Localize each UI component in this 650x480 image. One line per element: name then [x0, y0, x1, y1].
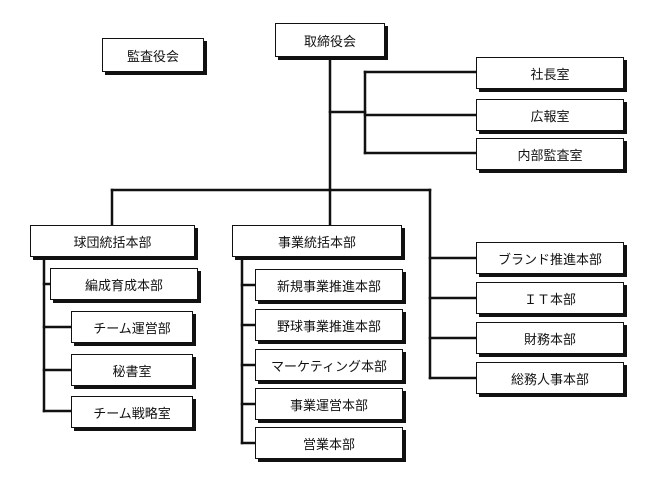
team-unit-box: チーム戦略室 [71, 396, 193, 428]
staff-box-pr-office: 広報室 [476, 99, 624, 131]
staff-box-internal-audit: 内部監査室 [476, 138, 624, 170]
biz-hq-box: 事業統括本部 [232, 225, 402, 257]
team-unit-box: 秘書室 [71, 354, 193, 386]
staff-box-president-office: 社長室 [476, 57, 624, 89]
corporate-unit-box: 総務人事本部 [476, 362, 624, 394]
board-box: 取締役会 [275, 23, 385, 57]
team-unit-box: 編成育成本部 [50, 268, 198, 300]
biz-unit-box: 新規事業推進本部 [255, 269, 403, 301]
corporate-unit-box: ブランド推進本部 [476, 242, 624, 274]
biz-unit-box: 野球事業推進本部 [255, 309, 403, 341]
biz-unit-box: 営業本部 [255, 427, 403, 459]
team-hq-box: 球団統括本部 [30, 225, 195, 257]
corporate-unit-box: 財務本部 [476, 322, 624, 354]
audit-board-box: 監査役会 [102, 38, 204, 72]
team-unit-box: チーム運営部 [71, 311, 193, 343]
corporate-unit-box: ＩＴ本部 [476, 282, 624, 314]
biz-unit-box: マーケティング本部 [255, 349, 403, 381]
biz-unit-box: 事業運営本部 [255, 388, 403, 420]
